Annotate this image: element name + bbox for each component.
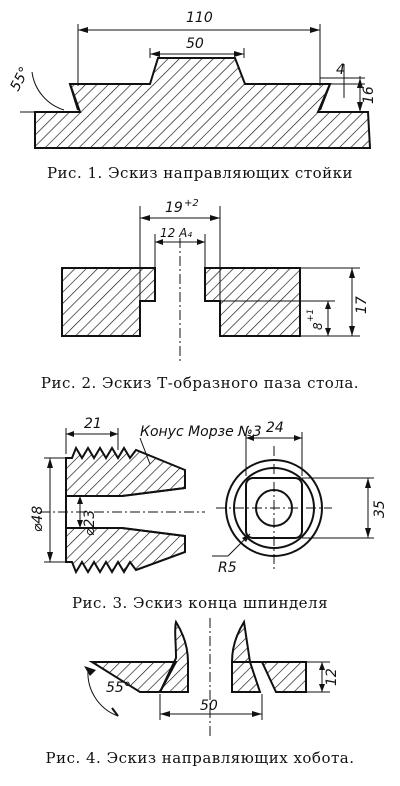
- spindle-lower: [65, 527, 186, 575]
- figure-3-drawing: 21 Конус Морзе №3 ⌀48 ⌀23 24 35 R5: [30, 416, 388, 576]
- spindle-upper: [65, 445, 186, 497]
- dim-21: 21: [84, 416, 102, 432]
- dim-19: 19: [165, 200, 183, 216]
- dim-17: 17: [354, 296, 370, 314]
- caption-figure-2: Рис. 2. Эскиз Т-образного паза стола.: [40, 374, 360, 392]
- dim-50: 50: [186, 36, 204, 52]
- angle-55: 55°: [7, 64, 33, 93]
- dim-19-tol: +2: [184, 198, 199, 209]
- dim-4: 4: [336, 62, 345, 78]
- dim-12-fig4: 12: [324, 668, 340, 686]
- figure-4-drawing: 50 12 55°: [84, 618, 340, 736]
- dim-35: 35: [372, 500, 388, 518]
- dim-12-a4: 12 A₄: [160, 226, 192, 240]
- caption-figure-4: Рис. 4. Эскиз направляющих хобота.: [45, 749, 355, 767]
- dim-24: 24: [266, 420, 284, 436]
- dim-8: 8: [311, 322, 325, 330]
- dim-8-tol: +1: [306, 309, 316, 322]
- caption-figure-1: Рис. 1. Эскиз направляющих стойки: [46, 164, 354, 182]
- dim-r5: R5: [218, 560, 237, 576]
- dim-inner-d: ⌀23: [82, 510, 98, 536]
- dim-16: 16: [361, 86, 377, 104]
- dim-outer-d: ⌀48: [30, 506, 46, 532]
- figure-2-drawing: 19 +2 12 A₄ 17 8 +1: [61, 198, 370, 364]
- taper-label: Конус Морзе №3: [140, 424, 262, 440]
- angle-55-fig4: 55°: [106, 680, 131, 696]
- dim-110: 110: [186, 10, 213, 26]
- dim-50-fig4: 50: [200, 698, 218, 714]
- caption-figure-3: Рис. 3. Эскиз конца шпинделя: [71, 594, 329, 612]
- figure-1-drawing: 110 50 4 16 55°: [7, 10, 377, 149]
